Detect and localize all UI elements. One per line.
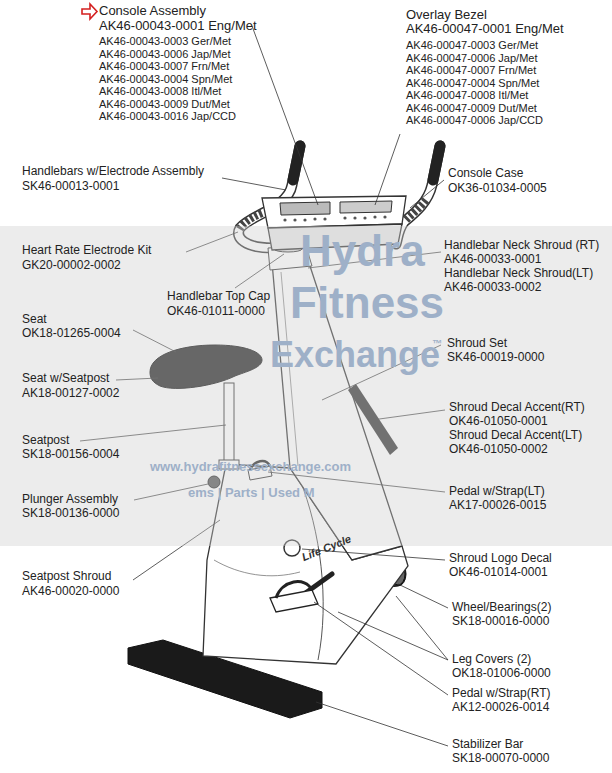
part-number: GK20-00002-0002 — [22, 259, 121, 273]
watermark-text: Hydra — [300, 226, 425, 277]
part-number: AK46-00020-0000 — [22, 585, 119, 599]
part-name: Leg Covers (2) — [452, 653, 531, 667]
part-number: OK36-01034-0005 — [448, 182, 547, 196]
part-number: AK46-00043-0006 Jap/Met — [99, 48, 230, 61]
console — [262, 196, 406, 228]
part-number: AK18-00127-0002 — [22, 387, 119, 401]
part-number: SK18-00070-0000 — [452, 752, 549, 766]
grip — [433, 146, 440, 180]
part-name: Seatpost Shroud — [22, 570, 111, 584]
part-number: AK46-00043-0008 Itl/Met — [99, 85, 221, 98]
console-display — [340, 201, 392, 213]
part-number: SK46-00019-0000 — [447, 351, 544, 365]
part-number: OK46-01011-0000 — [167, 305, 265, 319]
part-name: Handlebar Top Cap — [167, 290, 270, 304]
part-number: AK46-00033-0001 — [444, 253, 541, 267]
part-number: SK18-00016-0000 — [452, 615, 549, 629]
part-name: Heart Rate Electrode Kit — [22, 244, 151, 258]
part-name: Shroud Decal Accent(RT) — [449, 401, 585, 415]
part-number: AK17-00026-0015 — [449, 499, 546, 513]
part-number: AK46-00047-0004 Spn/Met — [406, 77, 539, 90]
watermark-text: Exchange — [270, 334, 440, 375]
part-name: Wheel/Bearings(2) — [452, 601, 551, 615]
grip — [293, 146, 300, 180]
watermark-band — [0, 226, 612, 546]
part-name: Shroud Set — [447, 337, 507, 351]
part-name: Pedal w/Strap(LT) — [449, 485, 545, 499]
part-number: OK46-01050-0001 — [449, 415, 548, 429]
part-number: SK46-00013-0001 — [22, 180, 119, 194]
part-number: AK46-00047-0007 Frn/Met — [406, 64, 536, 77]
part-name: Shroud Logo Decal — [449, 552, 552, 566]
part-number: AK46-00043-0001 Eng/Met — [99, 19, 257, 34]
part-number: AK46-00047-0003 Ger/Met — [406, 39, 538, 52]
watermark-text: ems | Parts | Used M — [188, 486, 315, 501]
part-number: AK46-00043-0004 Spn/Met — [99, 73, 232, 86]
part-name: Console Case — [448, 167, 523, 181]
part-number: AK46-00033-0002 — [444, 281, 541, 295]
part-number: AK46-00043-0016 Jap/CCD — [99, 110, 236, 123]
part-number: AK46-00047-0006 Jap/Met — [406, 52, 537, 65]
watermark-text: www.hydrafitnessexchange.com — [150, 460, 351, 475]
part-number: AK12-00026-0014 — [452, 701, 549, 715]
part-name: Stabilizer Bar — [452, 738, 523, 752]
part-name: Handlebar Neck Shroud (RT) — [444, 239, 599, 253]
console-buttons — [283, 215, 386, 221]
part-number: AK46-00047-0008 Itl/Met — [406, 89, 528, 102]
part-name: Plunger Assembly — [22, 493, 118, 507]
part-number: OK46-01050-0002 — [449, 443, 548, 457]
part-number: AK46-00047-0001 Eng/Met — [406, 22, 564, 37]
part-number: AK46-00043-0007 Frn/Met — [99, 60, 229, 73]
console-display — [280, 202, 330, 215]
part-name: Shroud Decal Accent(LT) — [449, 429, 582, 443]
part-number: AK46-00047-0009 Dut/Met — [406, 102, 537, 115]
part-name: Seat w/Seatpost — [22, 372, 109, 386]
part-number: SK18-00156-0004 — [22, 448, 119, 462]
part-name: Overlay Bezel — [406, 8, 487, 23]
part-number: AK46-00047-0006 Jap/CCD — [406, 114, 543, 127]
shroud-line — [214, 560, 300, 576]
watermark-text: Fitness — [290, 278, 444, 329]
part-name: Handlebars w/Electrode Assembly — [22, 165, 204, 179]
part-number: AK46-00043-0009 Dut/Met — [99, 98, 230, 111]
part-number: OK18-01006-0000 — [452, 667, 551, 681]
part-name: Seat — [22, 313, 47, 327]
part-number: AK46-00043-0003 Ger/Met — [99, 35, 231, 48]
part-name: Pedal w/Strap(RT) — [452, 687, 550, 701]
part-number: SK18-00136-0000 — [22, 507, 119, 521]
part-name: Handlebar Neck Shroud(LT) — [444, 267, 593, 281]
part-name: Console Assembly — [99, 4, 206, 19]
part-number: OK46-01014-0001 — [449, 566, 548, 580]
pedal-strap — [276, 582, 312, 598]
pointer-arrow — [82, 4, 97, 19]
part-name: Seatpost — [22, 434, 69, 448]
watermark-text: ™ — [432, 338, 442, 350]
part-number: OK18-01265-0004 — [22, 327, 121, 341]
